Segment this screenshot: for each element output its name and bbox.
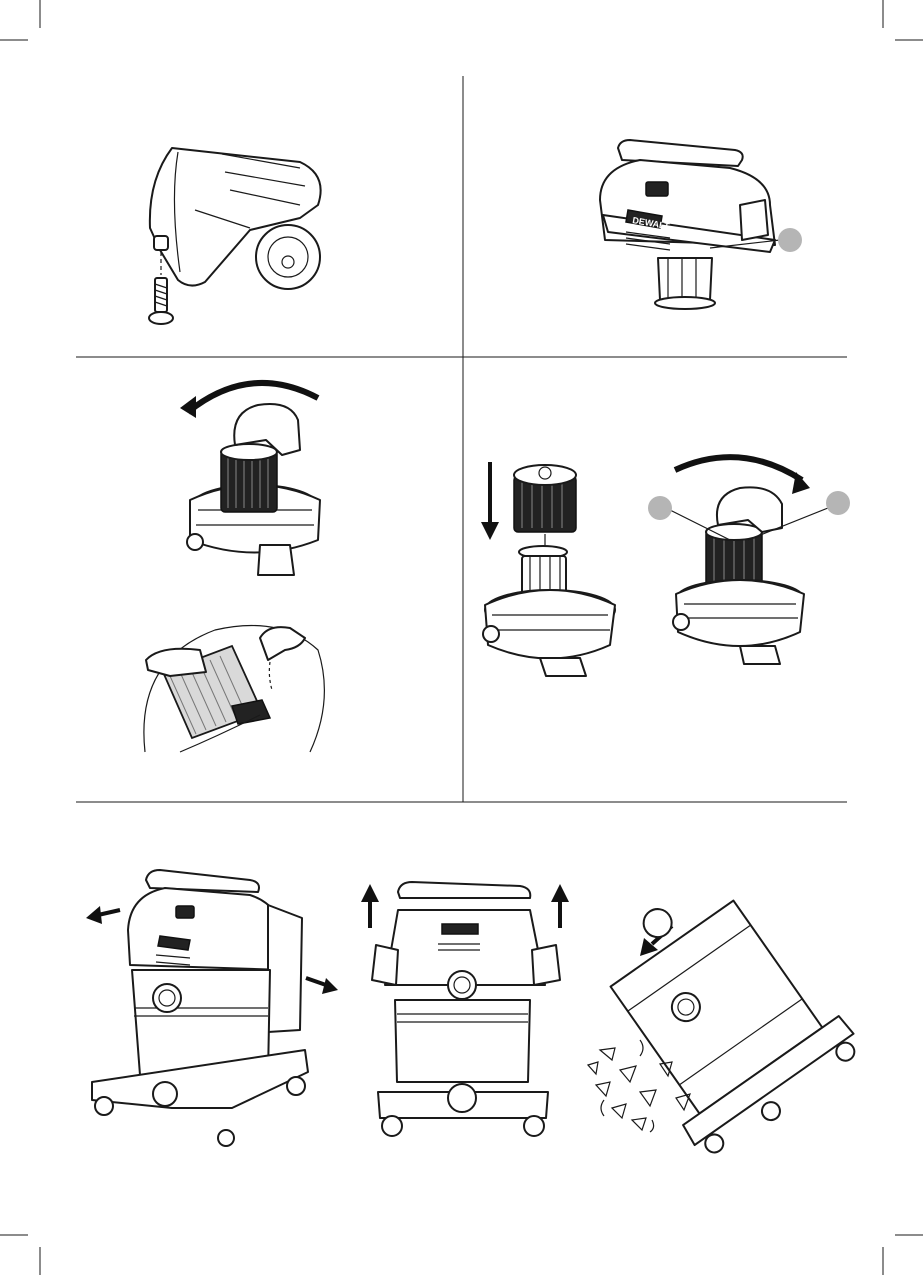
arrow-left-icon bbox=[86, 906, 120, 924]
figure-open-latches bbox=[86, 870, 338, 1146]
callout-marker-right bbox=[826, 491, 850, 515]
arrow-up-right-icon bbox=[551, 884, 569, 928]
figure-remove-filter bbox=[180, 383, 320, 575]
figure-wash-filter bbox=[144, 626, 325, 753]
figure-lock-filter bbox=[648, 457, 850, 664]
arrow-right-icon bbox=[306, 978, 338, 994]
callout-marker bbox=[778, 228, 802, 252]
callout-marker-left bbox=[648, 496, 672, 520]
screw-icon bbox=[149, 278, 173, 324]
arrow-down-icon bbox=[481, 462, 499, 540]
figure-empty-drum bbox=[570, 856, 868, 1166]
figure-lift-head bbox=[361, 882, 569, 1136]
rotate-ccw-arrow-icon bbox=[180, 396, 196, 418]
arrow-up-left-icon bbox=[361, 884, 379, 928]
figure-insert-filter bbox=[481, 462, 615, 676]
figure-caster-screw bbox=[149, 148, 321, 324]
figure-power-head: DEWALT bbox=[600, 140, 802, 309]
